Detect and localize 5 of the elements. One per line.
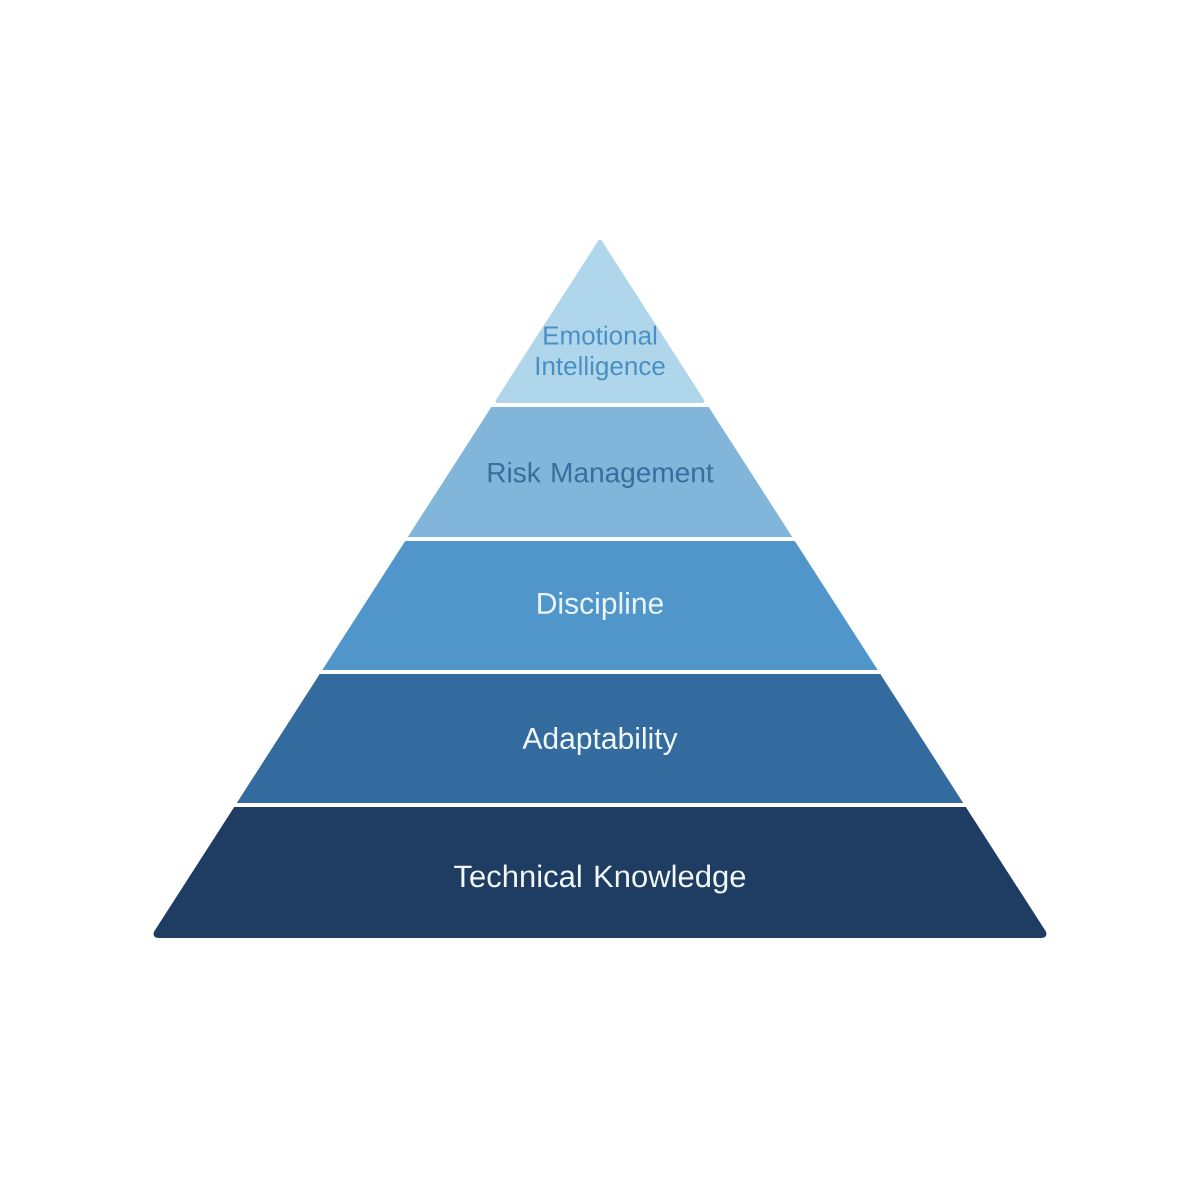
pyramid-level: Emotional Intelligence	[495, 240, 705, 403]
pyramid-level: Risk Management	[407, 407, 793, 537]
pyramid-level: Discipline	[322, 541, 878, 670]
pyramid-level: Technical Knowledge	[153, 807, 1047, 938]
pyramid-level: Adaptability	[236, 674, 964, 803]
